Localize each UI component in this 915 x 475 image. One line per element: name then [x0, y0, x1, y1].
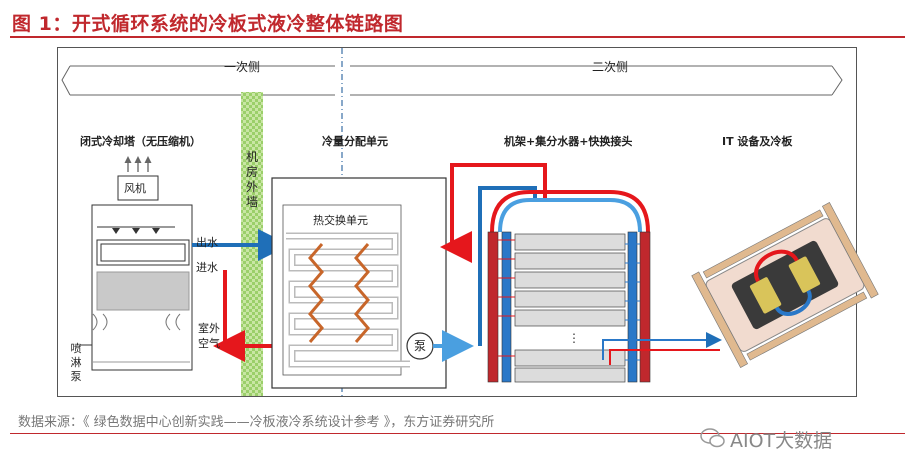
- secondary-hot-pipe: [450, 163, 547, 247]
- cdu: [271, 177, 447, 389]
- source-note: 数据来源：《 绿色数据中心创新实践——冷板液冷系统设计参考 》，东方证券研究所: [18, 415, 495, 430]
- primary-side-label: 一次侧: [224, 60, 261, 74]
- it-device-cold-plate: [691, 202, 879, 368]
- bottom-rule: [10, 433, 905, 434]
- outdoor-air-label-2: 空气: [198, 337, 220, 350]
- rack-title: 机架+集分水器+快换接头: [504, 135, 633, 148]
- secondary-side-label: 二次侧: [592, 60, 629, 74]
- watermark: AIOT大数据: [730, 430, 833, 452]
- machine-room-wall-label: 机房外墙: [245, 150, 258, 209]
- cdu-title: 冷量分配单元: [322, 135, 388, 148]
- inlet-label: 进水: [196, 261, 218, 274]
- svg-text:⋮: ⋮: [568, 331, 580, 345]
- secondary-side-arrow: [350, 65, 843, 96]
- pump-label: 泵: [414, 339, 427, 353]
- figure-title: 图 1：开式循环系统的冷板式液冷整体链路图: [12, 13, 404, 35]
- title-rule: [10, 36, 905, 38]
- spray-pump-label: 喷淋泵: [70, 342, 82, 383]
- outdoor-air-label-1: 室外: [198, 322, 220, 335]
- cooling-tower-title: 闭式冷却塔（无压缩机）: [80, 135, 201, 148]
- primary-side-arrow: [61, 65, 335, 96]
- outlet-label: 出水: [196, 236, 218, 249]
- it-hot-pipe: [609, 349, 720, 365]
- heat-exchanger-label: 热交换单元: [313, 214, 368, 227]
- it-cold-pipe: [602, 332, 722, 360]
- wechat-icon: [700, 428, 725, 448]
- cooling-tower: [80, 156, 193, 371]
- rack: ⋮: [487, 190, 651, 383]
- it-device-title: IT 设备及冷板: [722, 135, 793, 148]
- fan-label: 风机: [124, 182, 146, 195]
